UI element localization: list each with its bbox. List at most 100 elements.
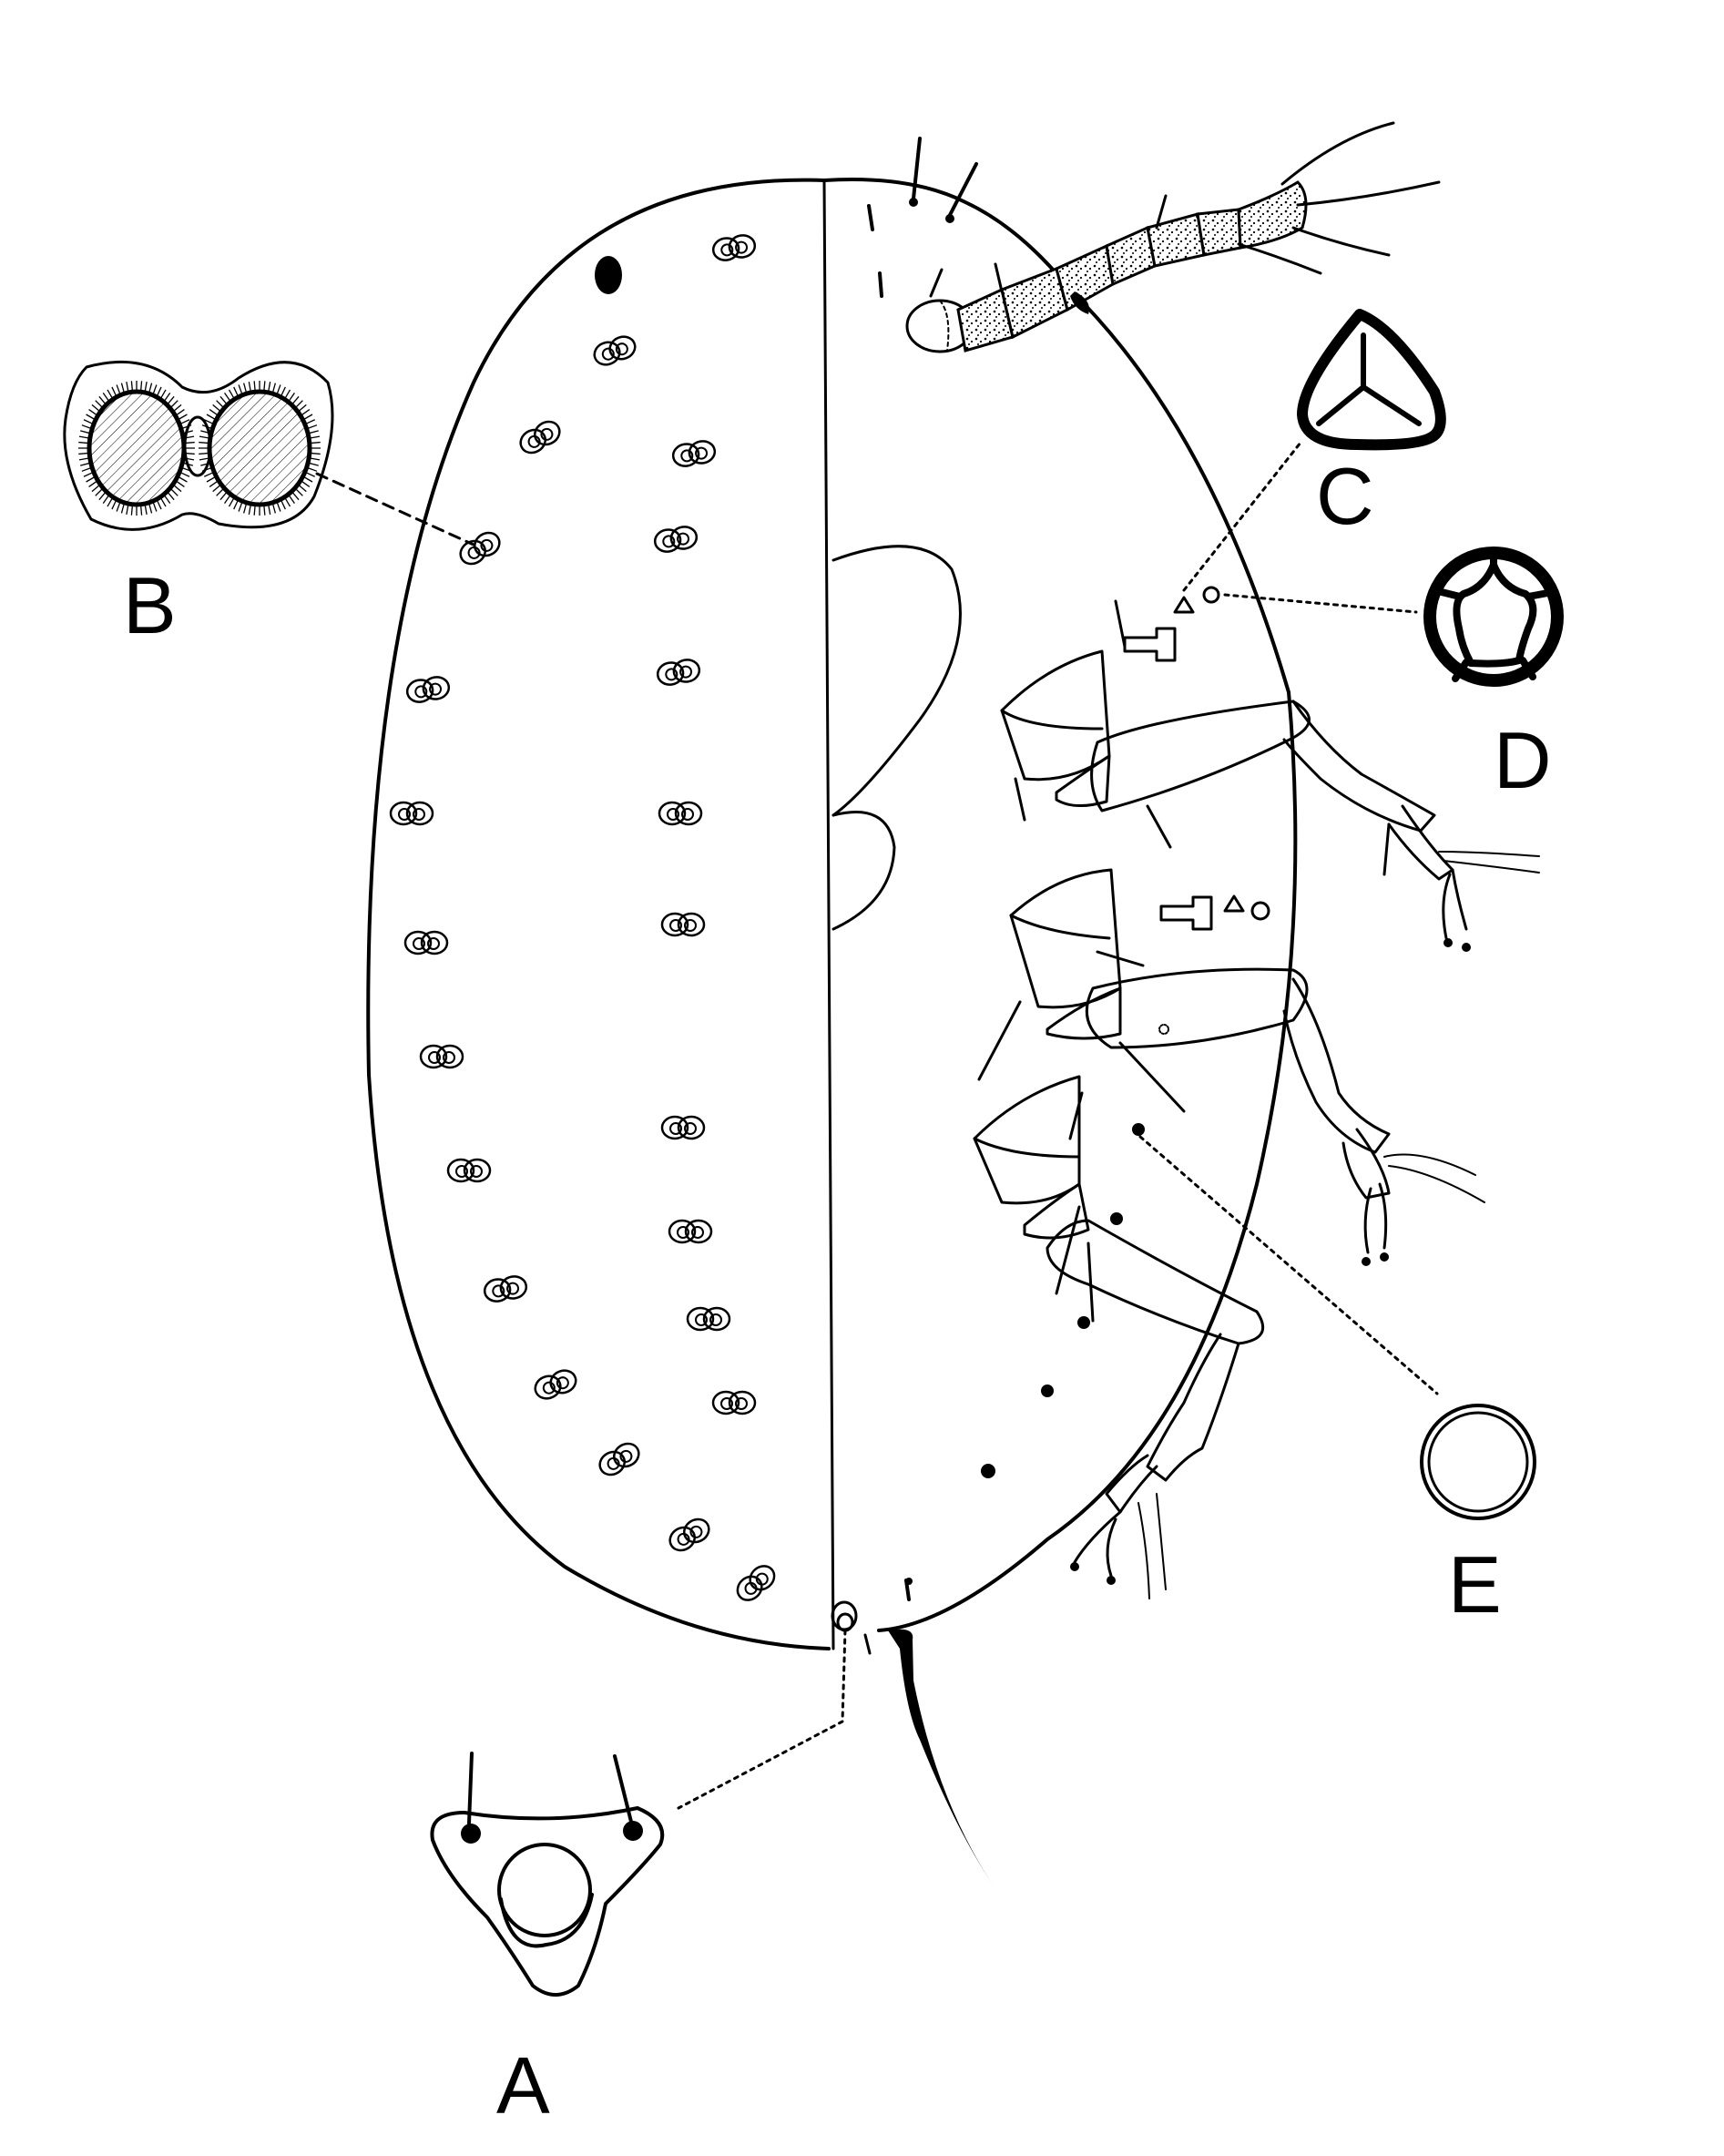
dorsal-pore <box>656 659 701 686</box>
hindleg <box>973 1075 1265 1599</box>
dorsal-pore <box>736 1565 776 1601</box>
label-d: D <box>1494 715 1552 805</box>
dorsal-pore <box>671 440 717 467</box>
dorsal-pore <box>519 420 561 455</box>
fringe-hair <box>78 457 88 461</box>
fringe-hair <box>180 419 190 424</box>
fringe-hair <box>284 498 291 507</box>
fringe-hair <box>311 435 321 439</box>
fringe-hair <box>301 481 311 487</box>
fringe-hair <box>311 457 321 461</box>
dorsal-pore <box>686 1306 731 1332</box>
fringe-hair <box>243 504 247 514</box>
dorsal-pore <box>389 801 434 826</box>
fringe-hair <box>81 424 91 429</box>
fringe-hair <box>216 400 224 408</box>
fringe-hair <box>228 389 235 398</box>
inset-a-anal-ring <box>430 1752 665 1997</box>
inset-c-triangular-pore <box>1297 309 1446 451</box>
fringe-hair <box>160 498 167 507</box>
dorsal-pore <box>598 1442 640 1477</box>
ventral-structures <box>831 137 1270 1887</box>
fringe-hair <box>295 400 303 408</box>
fringe-hair <box>126 505 129 515</box>
fringe-hair <box>243 383 247 393</box>
dorsal-pore <box>446 1158 492 1183</box>
midleg <box>977 868 1485 1266</box>
dorsal-pore-pattern <box>389 234 776 1601</box>
dorsal-pore <box>668 1517 710 1552</box>
fringe-hair <box>152 502 158 512</box>
fringe-hair <box>233 500 239 510</box>
fringe-hair <box>304 476 313 483</box>
fringe-hair <box>120 383 125 393</box>
fringe-hair <box>83 472 93 477</box>
fringe-hair <box>157 386 162 396</box>
dorsal-pore <box>660 1115 706 1140</box>
fringe-hair <box>176 481 185 487</box>
fringe-hair <box>263 506 266 516</box>
fringe-hair <box>253 381 256 391</box>
fringe-hair <box>140 381 143 391</box>
fringe-hair <box>86 414 95 420</box>
fringe-hair <box>308 424 318 429</box>
fringe-hair <box>102 496 109 504</box>
fringe-hair <box>199 457 209 461</box>
fringe-hair <box>276 384 281 394</box>
fringe-hair <box>209 481 218 487</box>
fringe-hair <box>78 435 88 439</box>
fringe-hair <box>216 488 224 496</box>
fringe-hair <box>130 506 133 516</box>
fringe-hair <box>253 506 256 516</box>
fringe-hair <box>272 504 276 514</box>
fringe-hair <box>306 419 315 424</box>
fringe-hair <box>95 488 103 496</box>
fringe-hair <box>144 382 148 392</box>
fringe-hair <box>299 485 307 493</box>
fringe-hair <box>301 409 311 415</box>
dorsal-pore <box>653 526 699 553</box>
fringe-hair <box>126 382 129 392</box>
fringe-hair <box>168 395 175 404</box>
fringe-hair <box>308 467 318 472</box>
label-b: B <box>123 560 177 650</box>
fringe-hair <box>268 382 271 392</box>
label-a: A <box>496 2040 550 2130</box>
fringe-hair <box>224 496 230 504</box>
fringe-hair <box>238 384 243 394</box>
pore-fringe <box>78 381 321 516</box>
fringe-hair <box>80 462 90 466</box>
fringe-hair <box>91 404 100 412</box>
fringe-hair <box>91 485 100 493</box>
fringe-hair <box>157 500 162 510</box>
dorsal-pore <box>593 335 637 366</box>
fringe-hair <box>170 400 179 408</box>
fringe-hair <box>173 485 182 493</box>
fringe-hair <box>173 404 182 412</box>
fringe-hair <box>272 383 276 393</box>
fringe-hair <box>120 504 125 514</box>
label-e: E <box>1448 1539 1502 1630</box>
fringe-hair <box>219 395 227 404</box>
fringe-hair <box>233 386 239 396</box>
fringe-hair <box>107 498 113 507</box>
fringe-hair <box>78 441 88 444</box>
fringe-hair <box>206 476 215 483</box>
fringe-hair <box>107 389 113 398</box>
fringe-hair <box>228 498 235 507</box>
fringe-hair <box>248 382 251 392</box>
fringe-hair <box>102 393 109 401</box>
inset-d-quinquelocular-pore <box>1423 547 1564 687</box>
fringe-hair <box>98 395 106 404</box>
fringe-hair <box>299 404 307 412</box>
body-outline <box>366 178 1298 1650</box>
fringe-hair <box>152 384 158 394</box>
fringe-hair <box>276 502 281 512</box>
fringe-hair <box>304 414 313 420</box>
fringe-hair <box>88 481 97 487</box>
fringe-hair <box>116 384 121 394</box>
dorsal-pore <box>405 676 451 703</box>
fringe-hair <box>199 452 209 455</box>
fringe-hair <box>295 488 303 496</box>
